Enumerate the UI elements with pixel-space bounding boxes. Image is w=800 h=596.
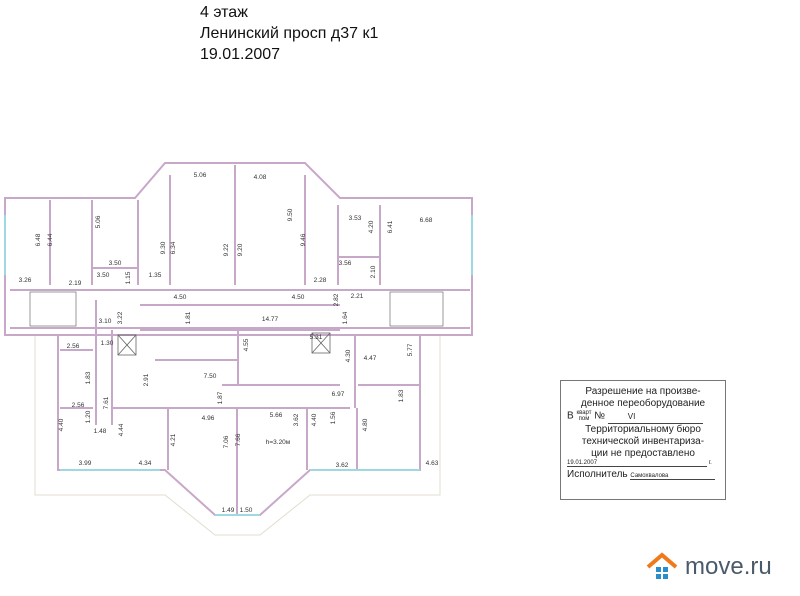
stamp-number: VI (607, 411, 703, 424)
dimension-label: 3.50 (109, 260, 122, 267)
stamp-frac-bottom: пом (578, 416, 590, 422)
dimension-label: 9.22 (223, 243, 230, 256)
dimension-label: 1.87 (217, 391, 224, 404)
dimension-label: 5.66 (270, 412, 283, 419)
stamp-frac-top: кварт (576, 410, 592, 416)
dimension-label: 9.30 (160, 241, 167, 254)
dimension-label: 1.49 (222, 507, 235, 514)
stamp-executor: Самохвалова (630, 473, 716, 480)
elevator-shafts (117, 332, 331, 356)
dimension-label: 4.20 (368, 220, 375, 233)
dimension-label: 3.10 (99, 318, 112, 325)
dimension-label: 2.82 (333, 293, 340, 306)
dimension-label: 4.50 (174, 294, 187, 301)
dimension-label: 4.44 (118, 423, 125, 436)
stamp-number-label: № (594, 410, 606, 422)
dimension-label: 4.47 (364, 355, 377, 362)
dimension-label: 2.56 (72, 402, 85, 409)
dimension-label: 1.48 (94, 428, 107, 435)
dimension-label: 1.64 (342, 311, 349, 324)
dimension-label: 2.10 (370, 265, 377, 278)
stamp-executor-label: Исполнитель (567, 468, 628, 480)
dimension-label: 4.21 (170, 433, 177, 446)
dimension-label: 7.50 (204, 373, 217, 380)
dimension-label: 5.06 (95, 215, 102, 228)
dimension-label: 3.62 (336, 462, 349, 469)
dimension-label: 1.50 (240, 507, 253, 514)
dimension-label: 4.34 (139, 460, 152, 467)
stamp-line: Разрешение на произве- (585, 386, 701, 397)
dimension-label: 1.30 (101, 340, 114, 347)
windows (4, 215, 473, 516)
dimension-label: 6.48 (35, 233, 42, 246)
dimension-label: 6.34 (170, 241, 177, 254)
dimension-label: 4.30 (345, 349, 352, 362)
dimension-label: 3.26 (19, 277, 32, 284)
stamp-line: денное переоборудование (580, 398, 706, 409)
dimension-label: 7.66 (235, 433, 242, 446)
dimension-label: 1.35 (149, 272, 162, 279)
dimension-label: 4.63 (426, 460, 439, 467)
dimension-label: 3.56 (339, 260, 352, 267)
dimension-label: 2.91 (143, 373, 150, 386)
dimension-label: 4.50 (292, 294, 305, 301)
dimension-label: 3.50 (97, 272, 110, 279)
dimension-label: 4.40 (58, 418, 65, 431)
address-label: Ленинский просп д37 к1 (200, 25, 379, 42)
dimension-label: h=3.20м (266, 439, 291, 446)
dimension-label: 9.46 (300, 233, 307, 246)
house-icon (646, 552, 678, 579)
dimension-label: 6.44 (47, 233, 54, 246)
dimension-label: 1.20 (85, 410, 92, 423)
dimension-label: 4.08 (254, 174, 267, 181)
dimension-label: 2.28 (314, 277, 327, 284)
plan-header: 4 этаж Ленинский просп д37 к1 19.01.2007 (200, 2, 378, 65)
dimension-label: 1.15 (125, 271, 132, 284)
dimension-label: 5.31 (310, 334, 323, 341)
dimension-label: 2.21 (351, 293, 364, 300)
dimension-label: 6.68 (420, 217, 433, 224)
dimension-label: 4.40 (311, 413, 318, 426)
move-ru-logo[interactable]: move.ru (645, 552, 772, 582)
dimension-label: 14.77 (262, 316, 279, 323)
dimension-label: 2.19 (69, 280, 82, 287)
dimension-label: 3.99 (79, 460, 92, 467)
stamp-line: Территориальному бюро (585, 423, 701, 435)
walls (4, 162, 473, 516)
dimension-label: 6.97 (332, 391, 345, 398)
stamp-prefix: В (567, 410, 574, 422)
date-label: 19.01.2007 (200, 46, 281, 63)
stamp-year-suffix: г. (708, 459, 712, 466)
dimension-label: 5.06 (194, 172, 207, 179)
dimension-label: 3.53 (349, 215, 362, 222)
dimension-label: 9.50 (287, 208, 294, 221)
staircase-left (29, 291, 77, 327)
stamp-line: ции не предоставлено (591, 447, 695, 459)
dimension-label: 7.61 (103, 396, 110, 409)
stamp-date: 19.01.2007 (567, 460, 707, 467)
dimension-label: 6.41 (387, 220, 394, 233)
dimension-label: 4.96 (202, 415, 215, 422)
outer-outline (34, 334, 441, 536)
dimension-label: 1.83 (85, 371, 92, 384)
dimension-label: 3.62 (293, 413, 300, 426)
dimension-label: 1.56 (330, 411, 337, 424)
floor-label: 4 этаж (200, 4, 248, 21)
dimension-label: 2.56 (67, 343, 80, 350)
logo-text: move.ru (685, 553, 772, 580)
dimension-label: 4.80 (362, 418, 369, 431)
staircase-right (389, 291, 444, 327)
permission-stamp: Разрешение на произве- денное переоборуд… (560, 380, 726, 500)
dimension-label: 9.20 (237, 243, 244, 256)
dimension-label: 1.81 (185, 311, 192, 324)
dimension-label: 1.83 (398, 389, 405, 402)
dimension-label: 4.55 (243, 338, 250, 351)
dimension-label: 3.22 (117, 311, 124, 324)
stamp-line: технической инвентариза- (581, 435, 705, 447)
dimension-label: 5.77 (407, 343, 414, 356)
dimension-label: 7.06 (223, 435, 230, 448)
